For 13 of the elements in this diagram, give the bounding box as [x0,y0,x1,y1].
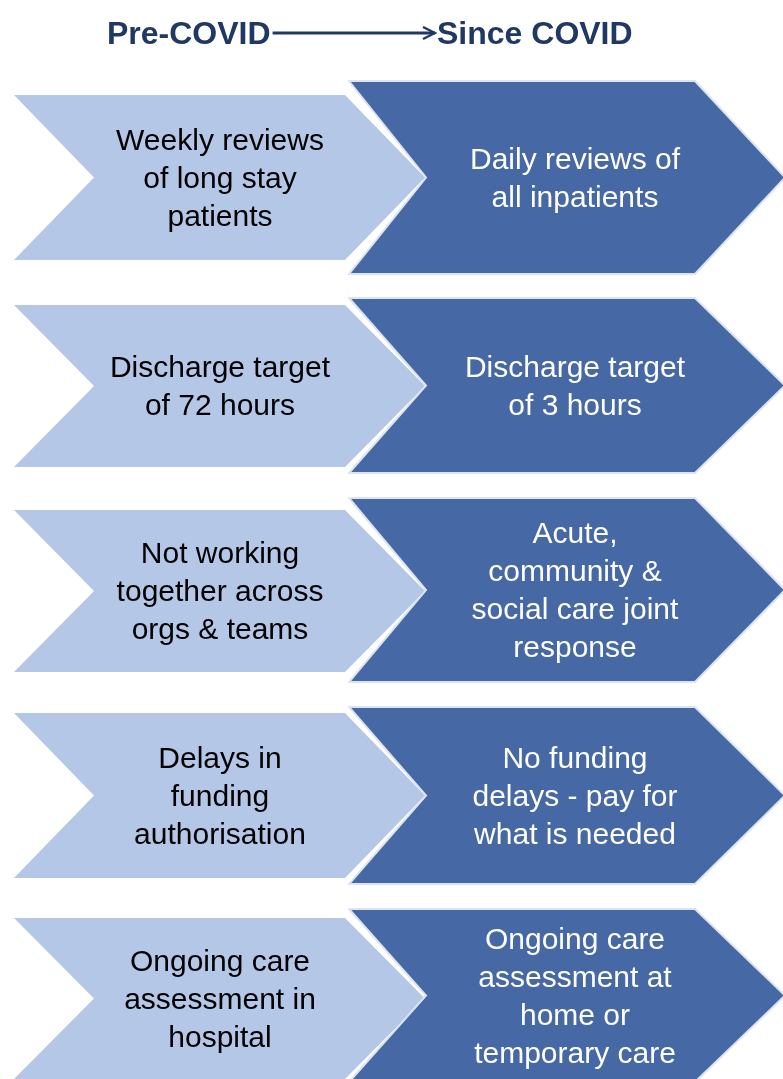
chevron-text: Discharge target of 3 hours [463,348,687,423]
chevron-text: Discharge target of 72 hours [108,349,332,423]
column-heading: Pre-COVID [107,14,271,53]
chevron-text: Ongoing care assessment at home or temporary care [473,920,677,1071]
chevron-text: Daily reviews of all inpatients [468,140,682,215]
chevron-text: Acute, community & social care joint response [470,515,680,665]
chevron-text: Delays in funding authorisation [133,739,307,852]
chevron-text: No funding delays - pay for what is needed [471,739,679,852]
chevron-text: Not working together across orgs & teams [115,535,325,647]
chevron-text: Weekly reviews of long stay patients [115,121,325,234]
column-heading: Since COVID [437,14,633,53]
arrow [272,25,437,41]
chevron-text: Ongoing care assessment in hospital [123,942,317,1055]
